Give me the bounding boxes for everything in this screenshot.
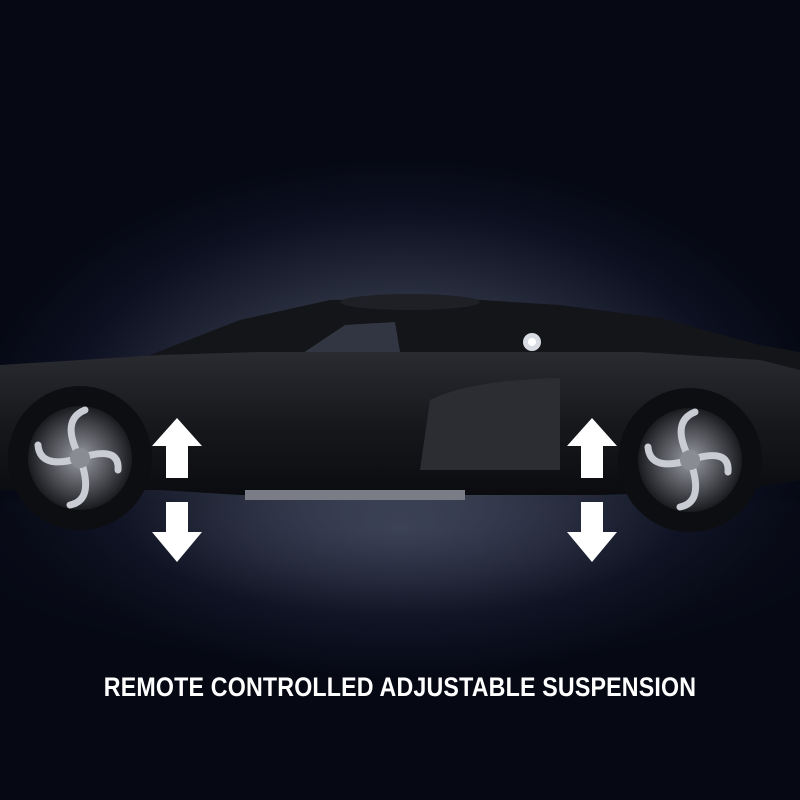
rear-suspension-arrow-icon [567, 418, 617, 562]
car-window [300, 322, 400, 355]
floor-glow [0, 500, 800, 800]
right-wheel [618, 388, 762, 532]
car-canopy [340, 294, 480, 310]
side-scoop [420, 378, 560, 470]
caption-text: REMOTE CONTROLLED ADJUSTABLE SUSPENSION [103, 672, 697, 702]
left-wheel [8, 386, 152, 530]
front-suspension-arrow-icon [152, 418, 202, 562]
side-sill [245, 490, 465, 500]
